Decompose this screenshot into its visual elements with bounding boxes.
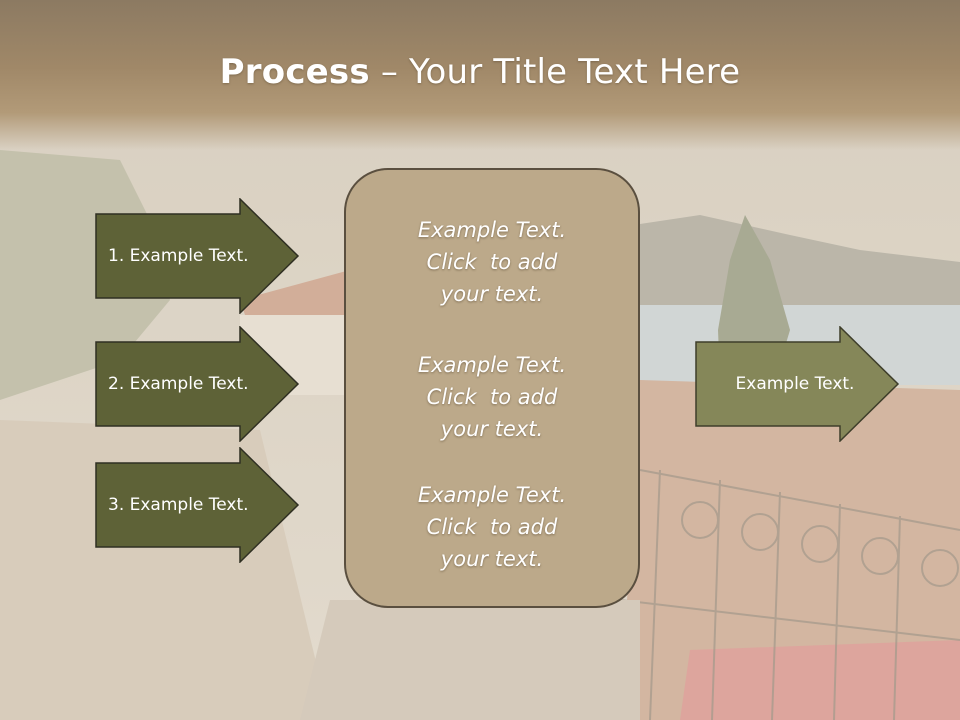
left-arrow-3[interactable]: 3. Example Text. <box>95 447 300 563</box>
left-arrow-2-label: 2. Example Text. <box>108 374 249 394</box>
left-arrow-1-label: 1. Example Text. <box>108 246 249 266</box>
title-band <box>0 0 960 150</box>
center-item-3-line3: your text. <box>440 547 544 571</box>
arrow-right-shape <box>695 326 900 442</box>
title-separator: – <box>369 52 410 92</box>
left-arrow-3-label: 3. Example Text. <box>108 495 249 515</box>
center-item-3-line2: Click to add <box>426 515 558 539</box>
right-arrow-label: Example Text. <box>735 374 855 394</box>
center-text-box[interactable]: Example Text. Click to add your text. Ex… <box>344 168 640 608</box>
title-bold-text: Process <box>219 52 370 92</box>
center-item-3[interactable]: Example Text. Click to add your text. <box>346 479 638 575</box>
arrow-right-shape <box>95 447 300 563</box>
arrow-right-shape <box>95 198 300 314</box>
center-item-1-line3: your text. <box>440 282 544 306</box>
center-item-2-line3: your text. <box>440 417 544 441</box>
center-item-1[interactable]: Example Text. Click to add your text. <box>346 214 638 310</box>
center-item-1-line2: Click to add <box>426 250 558 274</box>
left-arrow-1[interactable]: 1. Example Text. <box>95 198 300 314</box>
left-arrow-2[interactable]: 2. Example Text. <box>95 326 300 442</box>
slide-title[interactable]: Process – Your Title Text Here <box>0 52 960 92</box>
center-item-1-line1: Example Text. <box>417 218 567 242</box>
center-item-2-line2: Click to add <box>426 385 558 409</box>
title-rest-text: Your Title Text Here <box>409 52 741 92</box>
arrow-right-shape <box>95 326 300 442</box>
center-item-2[interactable]: Example Text. Click to add your text. <box>346 349 638 445</box>
right-arrow[interactable]: Example Text. <box>695 326 900 442</box>
center-item-3-line1: Example Text. <box>417 483 567 507</box>
center-item-2-line1: Example Text. <box>417 353 567 377</box>
